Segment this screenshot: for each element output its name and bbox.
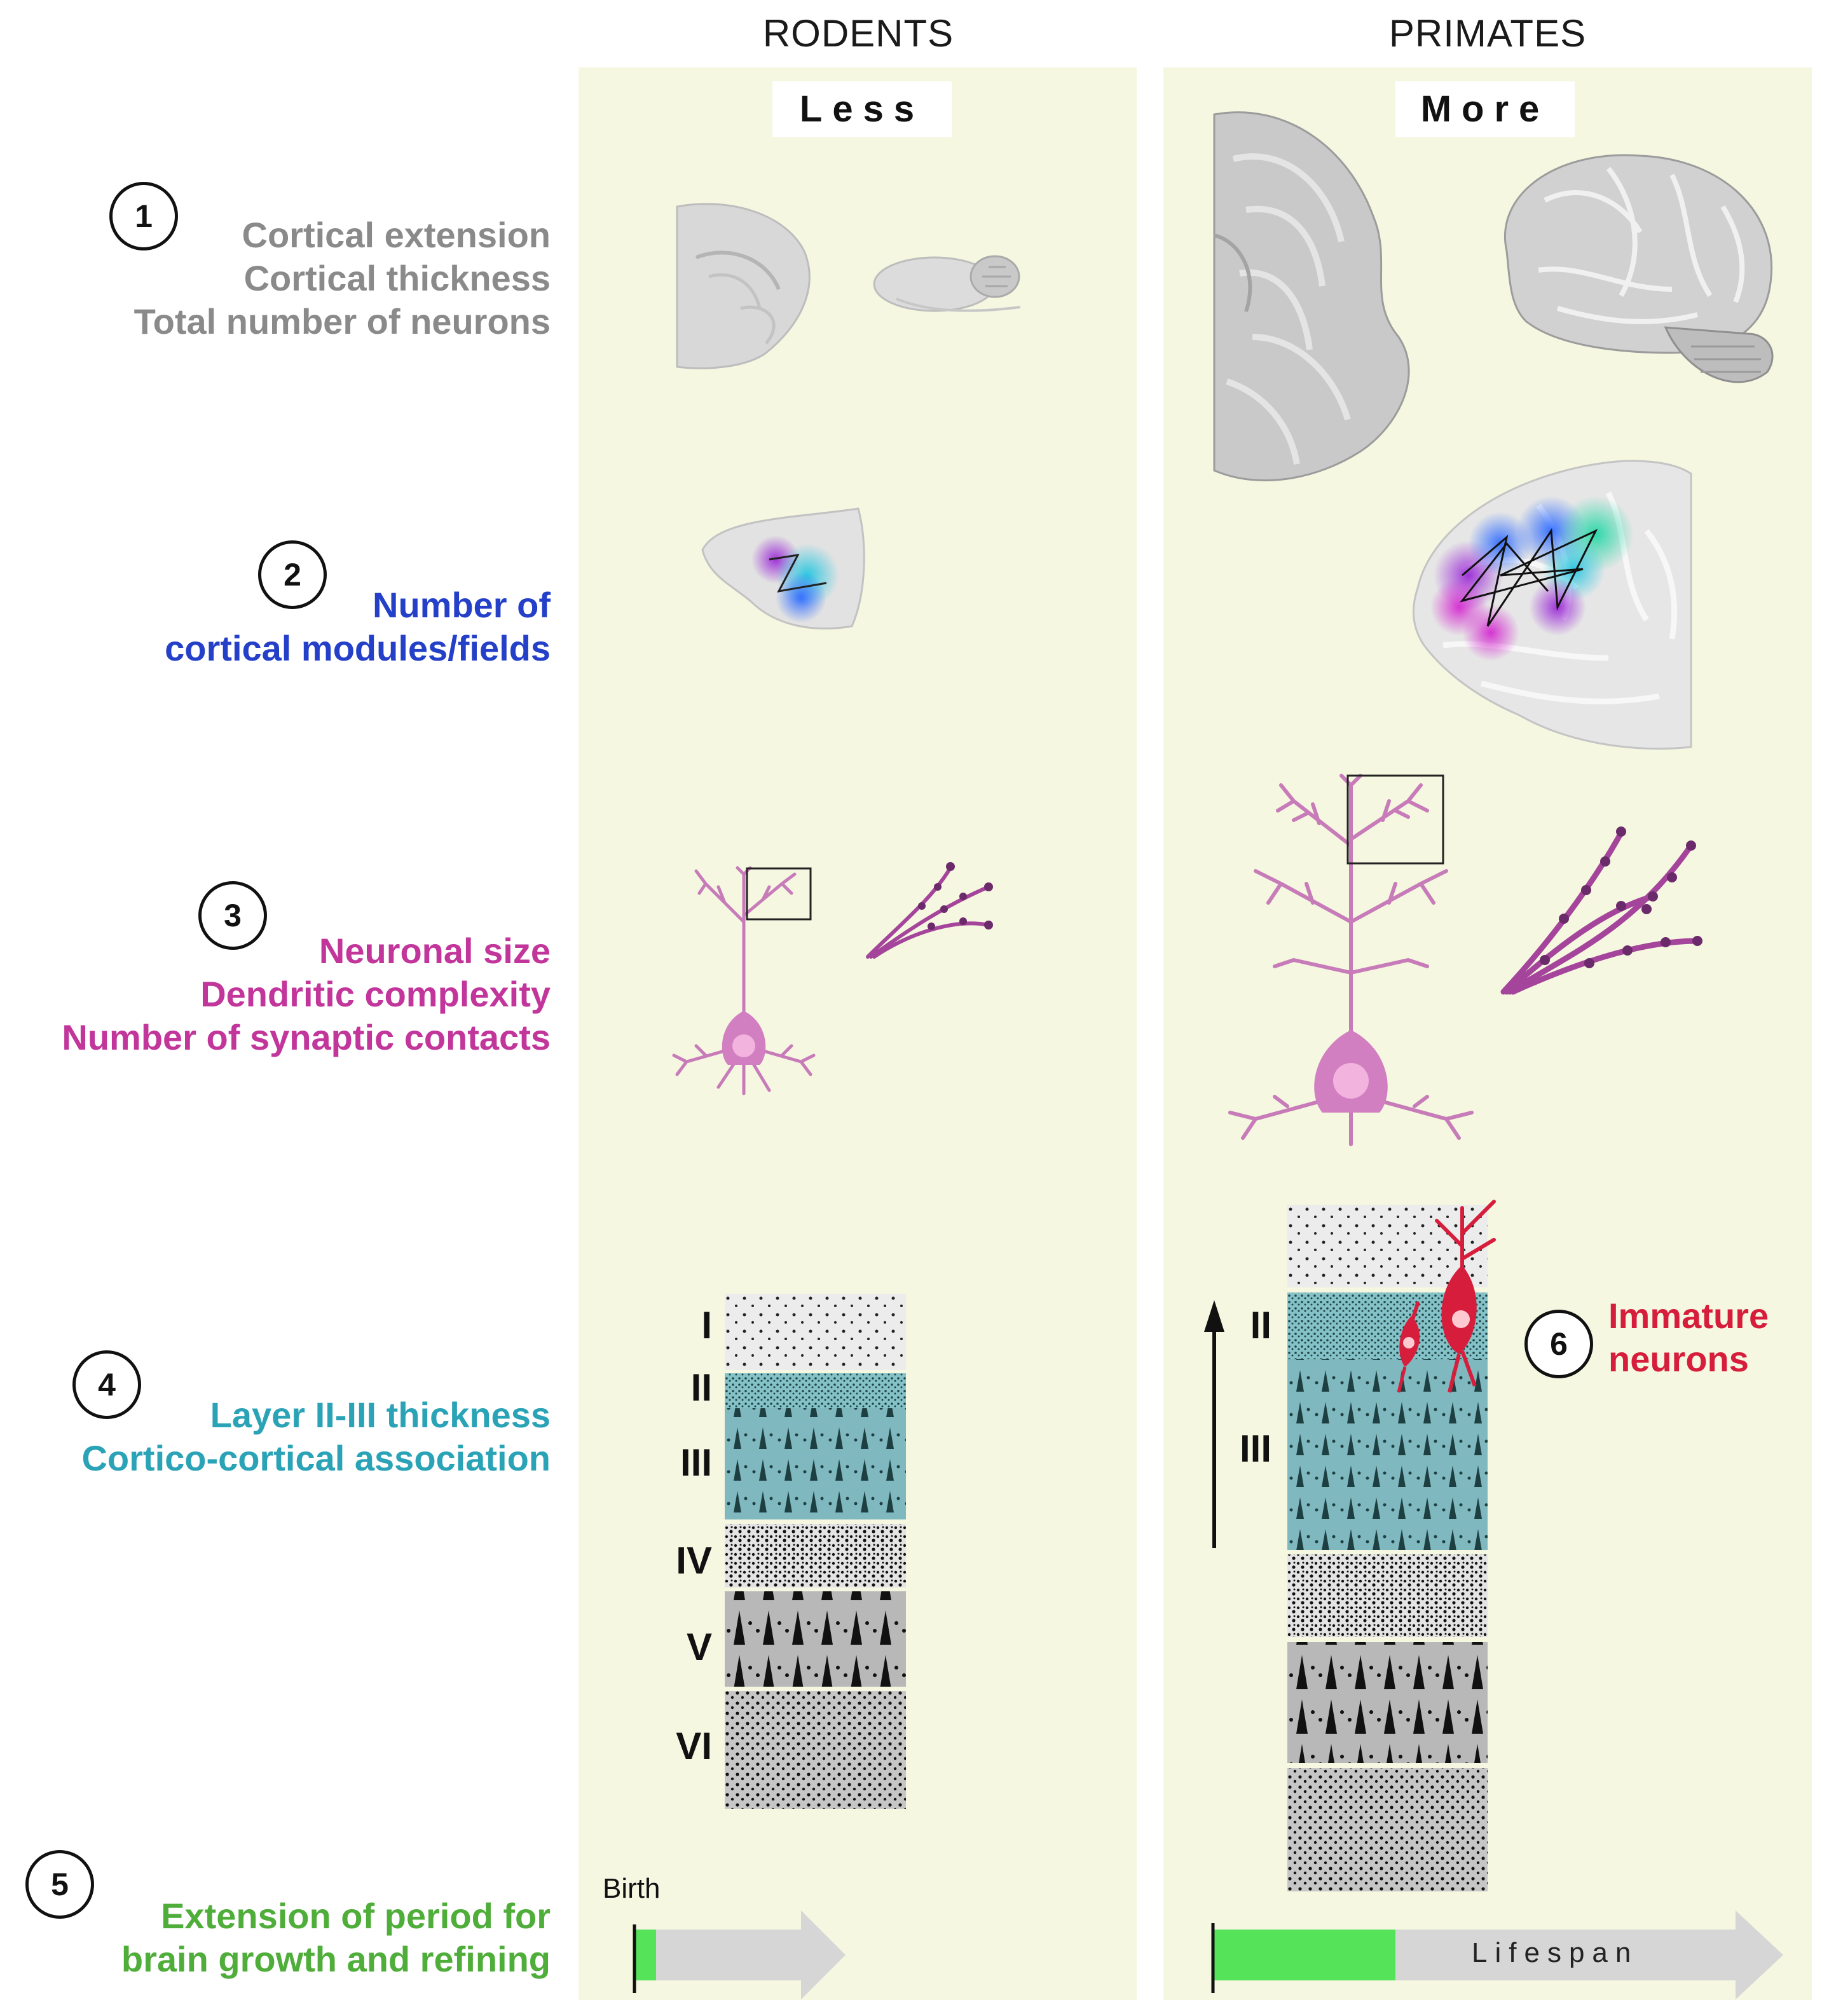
feature-3-number: 3 <box>198 881 267 950</box>
feature-1-line-2: Cortical thickness <box>243 258 551 298</box>
primates-title: PRIMATES <box>1388 12 1587 55</box>
primates-amount: More <box>1395 81 1575 137</box>
primate-dendrite-zoom-illustration <box>1500 826 1702 995</box>
feature-1-line-1: Cortical extension <box>242 215 551 255</box>
primate-neuron-illustration <box>1228 774 1474 1146</box>
feature-1-number: 1 <box>109 182 178 250</box>
feature-2-number: 2 <box>258 540 327 609</box>
feature-1-label: Cortical extension Cortical thickness To… <box>134 214 551 343</box>
feature-6-number: 6 <box>1524 1310 1593 1378</box>
lifespan-label: Lifespan <box>1472 1937 1639 1968</box>
feature-5-number: 5 <box>25 1850 94 1919</box>
rodent-layer-IV: IV <box>676 1539 712 1582</box>
feature-6-line-1: Immature <box>1608 1296 1769 1336</box>
primate-cortical-modules-illustration <box>1412 460 1692 750</box>
rodent-cortical-layers-illustration <box>725 1294 906 1809</box>
feature-6-line-2: neurons <box>1608 1339 1749 1379</box>
birth-label: Birth <box>603 1873 661 1904</box>
layer-thickness-up-arrow <box>1204 1300 1224 1548</box>
feature-6-label: Immature neurons <box>1608 1294 1769 1381</box>
rodent-dendrite-zoom-illustration <box>866 862 993 959</box>
feature-1-line-3: Total number of neurons <box>134 301 551 341</box>
feature-4-label: Layer II-III thickness Cortico-cortical … <box>81 1394 551 1480</box>
rodent-cortical-modules-illustration <box>701 507 865 630</box>
feature-3-line-1: Neuronal size <box>319 931 551 971</box>
feature-4-line-1: Layer II-III thickness <box>210 1395 551 1435</box>
feature-3-line-3: Number of synaptic contacts <box>62 1017 551 1057</box>
rodent-layer-VI: VI <box>676 1725 712 1767</box>
primate-layer-III: III <box>1239 1427 1271 1470</box>
feature-2-label: Number of cortical modules/fields <box>165 584 551 670</box>
rodent-layer-II: II <box>690 1366 712 1409</box>
rodent-brain-side-illustration <box>873 255 1021 312</box>
rodent-layer-III: III <box>680 1441 712 1484</box>
primate-brain-side-illustration <box>1504 154 1774 383</box>
rodent-growth-timeline <box>633 1910 846 1999</box>
rodents-amount: Less <box>772 81 952 137</box>
feature-5-line-1: Extension of period for <box>161 1896 551 1936</box>
rodents-title: RODENTS <box>762 12 954 55</box>
primate-brain-coronal-illustration <box>1213 111 1410 482</box>
primate-cortical-layers-illustration <box>1287 1205 1488 1891</box>
rodent-layer-V: V <box>686 1626 712 1668</box>
feature-3-line-2: Dendritic complexity <box>200 974 551 1014</box>
feature-3-label: Neuronal size Dendritic complexity Numbe… <box>62 929 551 1059</box>
feature-5-label: Extension of period for brain growth and… <box>121 1895 551 1981</box>
rodent-layer-I: I <box>701 1304 712 1347</box>
feature-4-line-2: Cortico-cortical association <box>81 1438 551 1478</box>
feature-5-line-2: brain growth and refining <box>121 1939 551 1979</box>
primate-growth-timeline <box>1211 1910 1783 1999</box>
feature-2-line-1: Number of <box>373 585 551 625</box>
rodent-neuron-illustration <box>672 866 816 1095</box>
rodent-brain-coronal-illustration <box>676 203 811 369</box>
primate-layer-II: II <box>1250 1304 1271 1347</box>
immature-neurons-illustration <box>1397 1200 1496 1393</box>
feature-2-line-2: cortical modules/fields <box>165 628 551 668</box>
feature-4-number: 4 <box>72 1350 141 1419</box>
